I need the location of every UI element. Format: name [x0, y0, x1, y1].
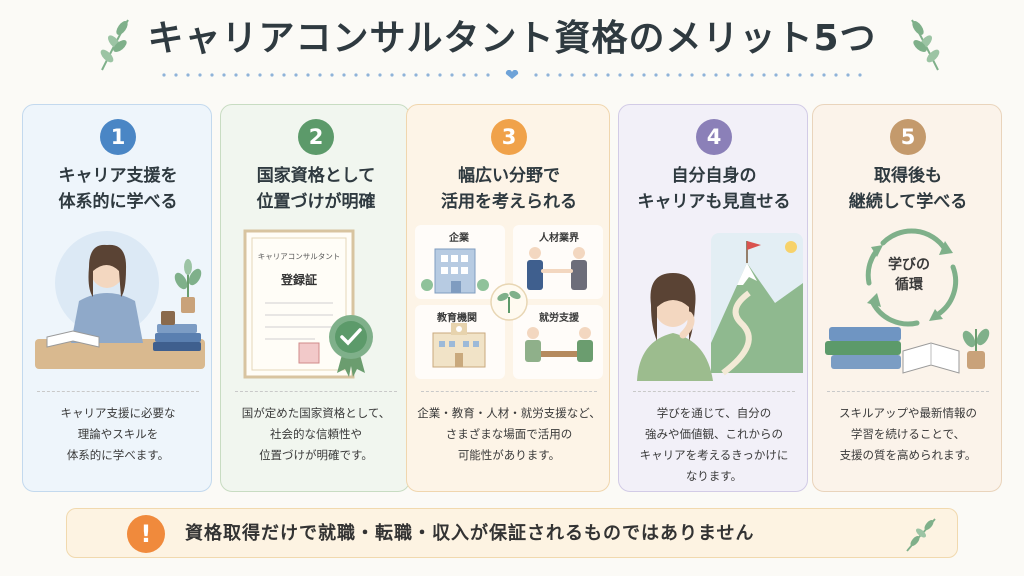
certificate-title: キャリアコンサルタント	[257, 252, 341, 261]
sector-label-employment-support: 就労支援	[539, 313, 579, 324]
sector-label-hr-industry: 人材業界	[539, 233, 579, 244]
card-divider	[827, 391, 989, 392]
card-description: 学びを通じて、自分の 強みや価値観、これからの キャリアを考えるきっかけに なり…	[639, 406, 789, 483]
card-description: 企業・教育・人材・就労支援など、 さまざまな場面で活用の 可能性があります。	[417, 406, 601, 462]
warning-icon: !	[127, 515, 165, 553]
card-description: キャリア支援に必要な 理論やスキルを 体系的に学べます。	[60, 406, 176, 462]
card-heading: キャリア支援を 体系的に学べる	[58, 166, 178, 212]
number-badge: 1	[100, 119, 136, 155]
card-heading: 国家資格として 位置づけが明確	[256, 166, 376, 212]
certificate-main: 登録証	[280, 273, 317, 287]
sectors-illustration: 企業 人材業界 教育機関 就労支援	[411, 223, 607, 381]
title-divider	[162, 70, 862, 79]
sprout-icon	[490, 283, 528, 321]
certificate-illustration: キャリアコンサルタント 登録証	[225, 223, 407, 381]
card-description: スキルアップや最新情報の 学習を続けることで、 支援の質を高められます。	[839, 406, 977, 462]
sector-label-education: 教育機関	[437, 313, 477, 324]
merit-card-5: 5 取得後も 継続して学べる	[812, 104, 1002, 492]
merit-card-1: 1 キャリア支援を 体系的に学べる	[22, 104, 212, 492]
counseling-icon	[525, 327, 593, 362]
number-badge: 2	[298, 119, 334, 155]
notice-text: 資格取得だけで就職・転職・収入が保証されるものではありません	[185, 523, 755, 544]
card-divider	[235, 391, 397, 392]
leaf-sprig-icon	[100, 19, 129, 71]
card-heading: 自分自身の キャリアも見直せる	[637, 166, 791, 212]
learning-cycle-illustration: 学びの 循環	[817, 223, 999, 381]
mountain-flag-icon	[711, 233, 803, 376]
merit-cards: 1 キャリア支援を 体系的に学べる	[22, 104, 1002, 492]
heart-icon	[505, 70, 519, 79]
merit-card-4: 4 自分自身の キャリアも見直せる 学びを通じて、自分の 強みや価値観、これから…	[618, 104, 808, 492]
potted-plant-icon	[962, 328, 990, 369]
handshake-icon	[527, 247, 587, 290]
card-description: 国が定めた国家資格として、 社会的な信頼性や 位置づけが明確です。	[241, 406, 391, 462]
merit-card-2: 2 国家資格として 位置づけが明確	[220, 104, 410, 492]
certificate-icon	[243, 229, 373, 379]
open-book-icon	[46, 330, 100, 348]
card-heading: 幅広い分野で 活用を考えられる	[441, 166, 577, 212]
number-badge: 4	[696, 119, 732, 155]
school-icon	[432, 323, 486, 368]
award-badge-icon	[329, 315, 373, 377]
leaf-sprig-icon	[911, 19, 940, 71]
number-badge: 3	[491, 119, 527, 155]
studying-woman-illustration	[35, 231, 205, 369]
merit-card-3: 3 幅広い分野で 活用を考えられる	[406, 104, 610, 492]
notice-banner: ! 資格取得だけで就職・転職・収入が保証されるものではありません	[66, 508, 958, 558]
office-building-icon	[421, 248, 489, 294]
sector-label-company: 企業	[449, 233, 469, 244]
potted-plant-icon	[174, 259, 202, 313]
leaf-sprig-icon	[906, 518, 936, 552]
books-icon	[825, 327, 901, 369]
number-badge: 5	[890, 119, 926, 155]
books-icon	[153, 324, 201, 351]
card-divider	[37, 391, 199, 392]
card-divider	[633, 391, 795, 392]
page-title: キャリアコンサルタント資格のメリット5つ	[147, 18, 877, 59]
cycle-label: 学びの 循環	[888, 257, 930, 293]
card-heading: 取得後も 継続して学べる	[848, 166, 968, 212]
card-divider	[421, 391, 597, 392]
thinking-woman-illustration	[637, 233, 803, 381]
cycle-arrows-icon	[865, 228, 959, 327]
open-book-icon	[902, 342, 960, 374]
